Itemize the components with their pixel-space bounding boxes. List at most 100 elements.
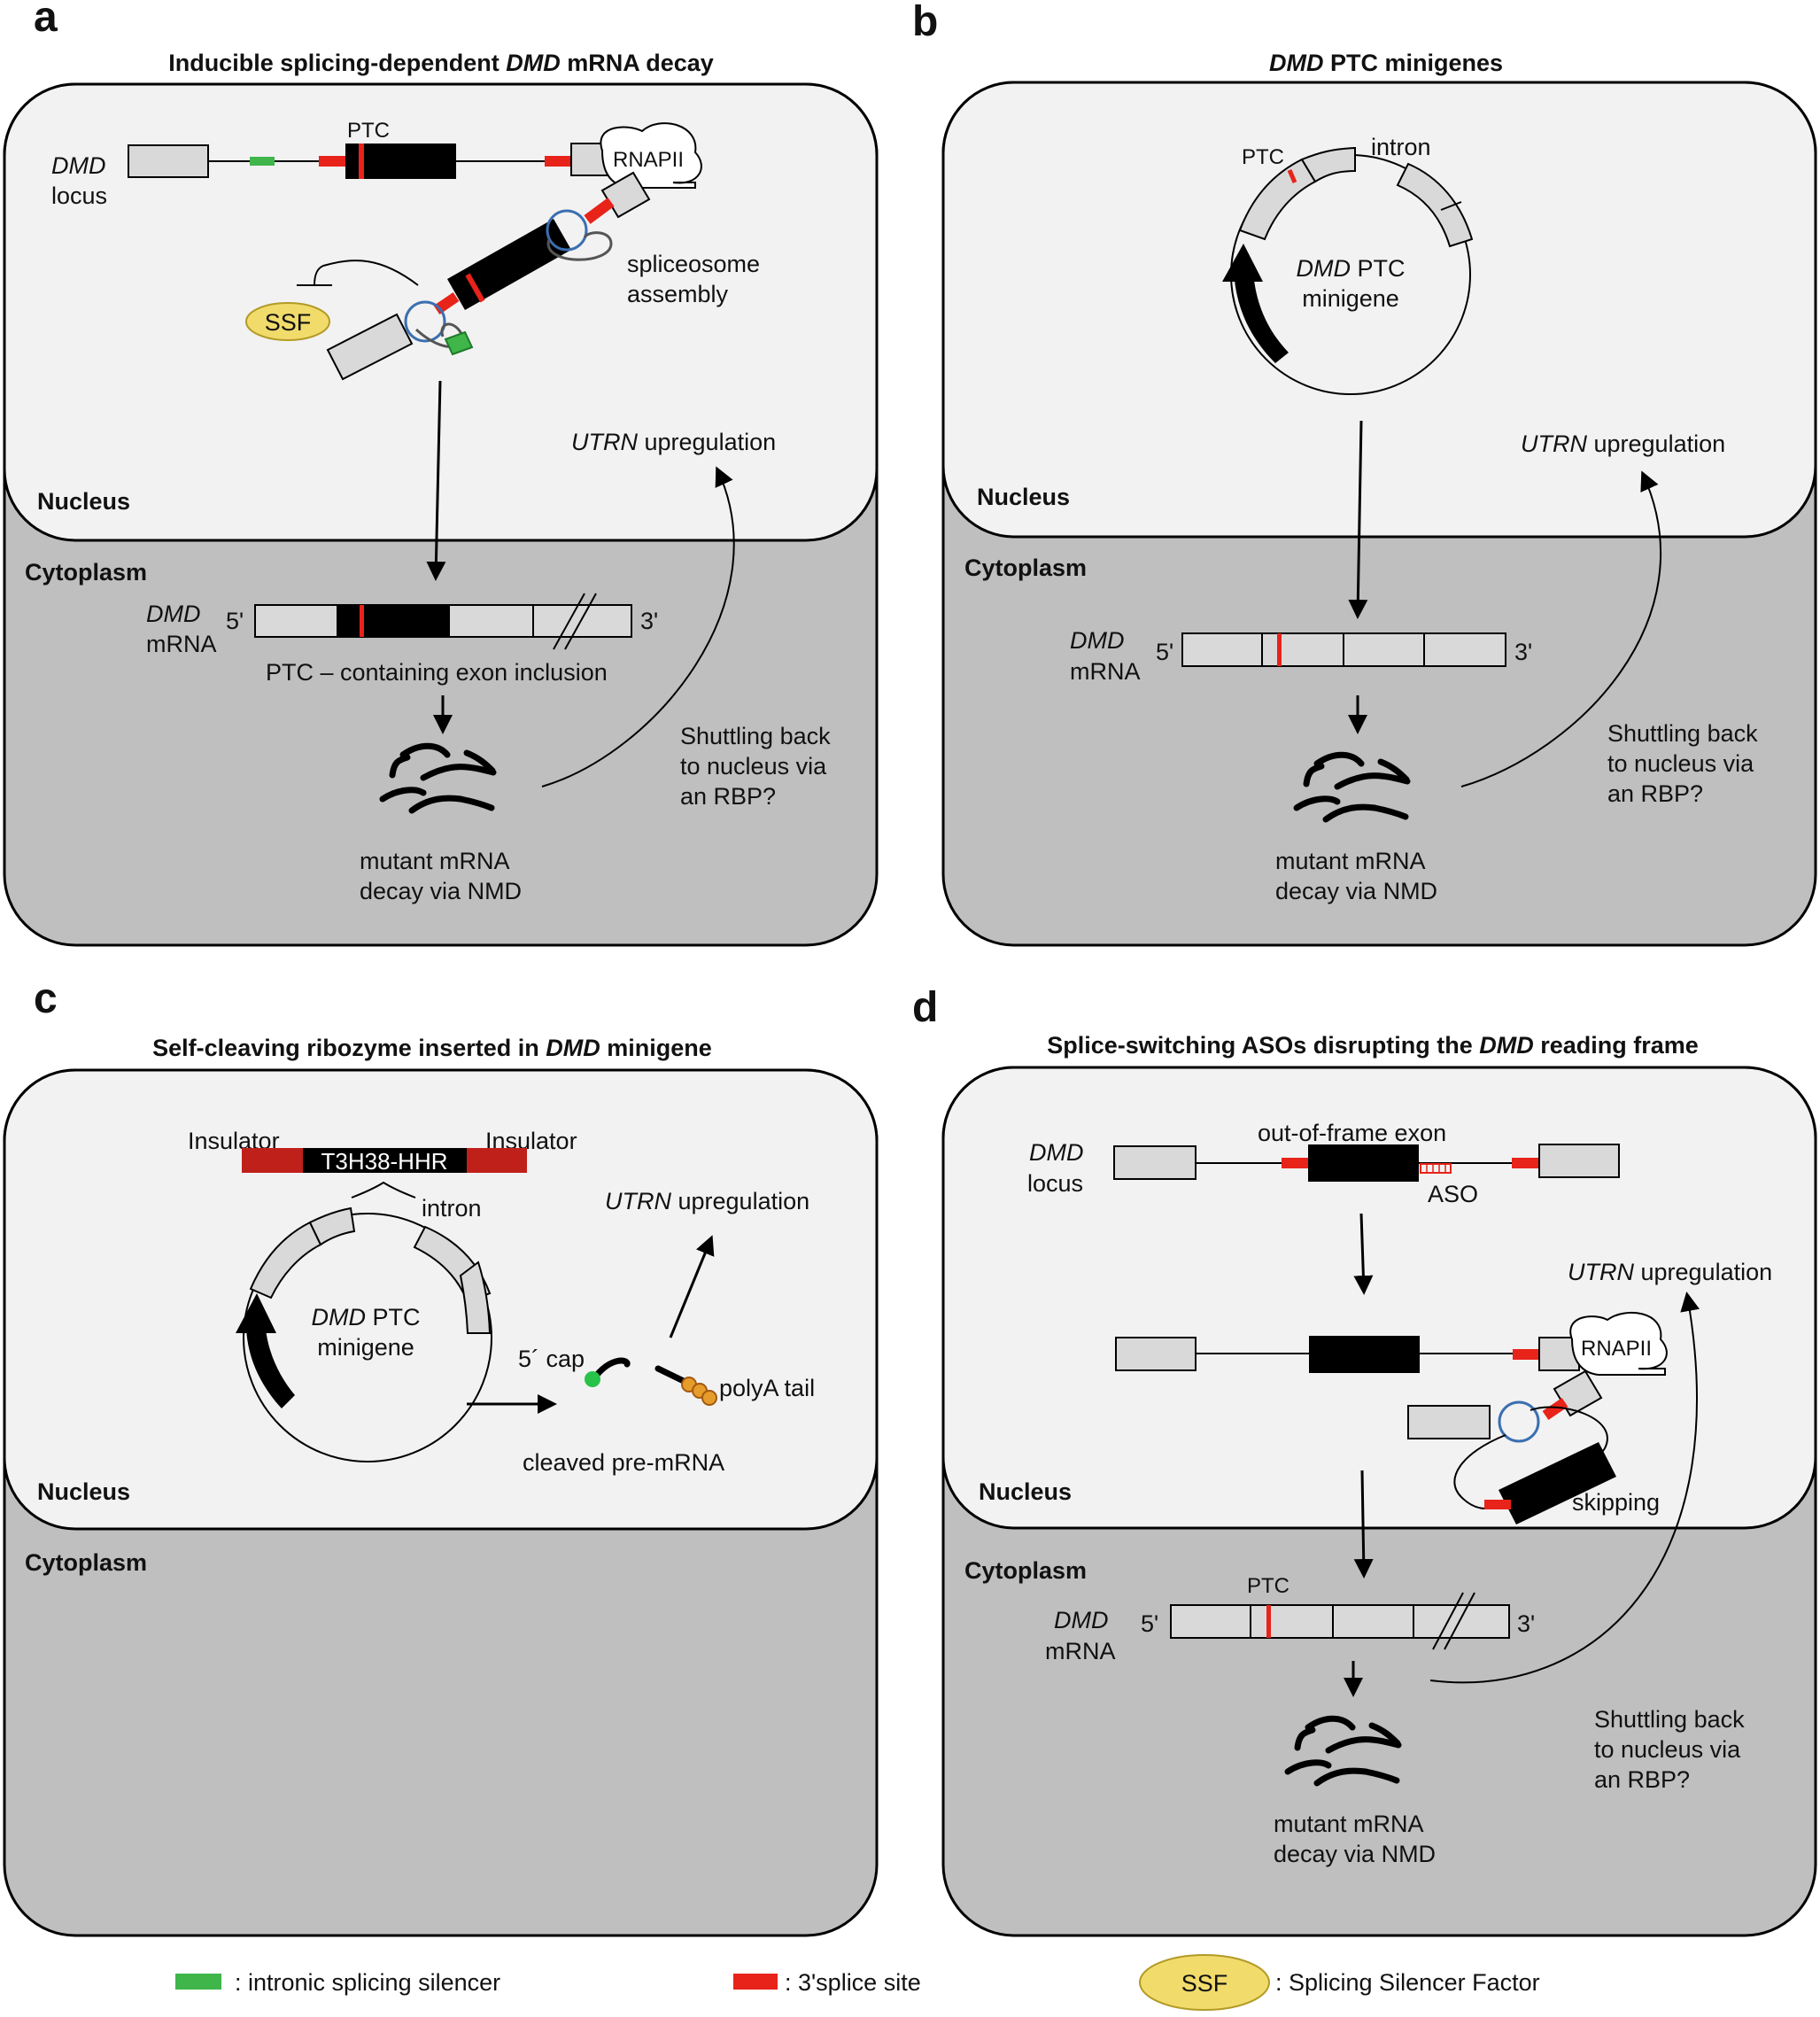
nucleus-label: Nucleus xyxy=(37,488,130,515)
ssf-factor xyxy=(245,302,330,341)
shuttle-arrow xyxy=(1460,470,1662,787)
panel-d: d Splice-switching ASOs disrupting the D… xyxy=(912,984,1817,1937)
shuttle-arrow xyxy=(1429,1292,1700,1684)
shuttle-label-line2: to nucleus via xyxy=(1607,750,1754,777)
locus-gene-label: DMD xyxy=(1029,1139,1084,1166)
ptc-mark xyxy=(359,144,364,179)
panel-a-title: Inducible splicing-dependent DMD mRNA de… xyxy=(168,50,714,76)
insertion-site xyxy=(351,1181,416,1199)
utrn-upregulation-label: UTRN upregulation xyxy=(1568,1259,1772,1285)
minigene-plasmid xyxy=(236,1206,492,1462)
exon-box xyxy=(128,144,209,178)
decay-label-line2: decay via NMD xyxy=(1275,878,1437,904)
splice-site-mark xyxy=(1282,1158,1308,1168)
dmd-mrna xyxy=(254,593,632,650)
shuttle-label-line3: an RBP? xyxy=(1607,780,1703,807)
decay-label-line1: mutant mRNA xyxy=(1274,1811,1424,1837)
exon-box xyxy=(1115,1337,1197,1371)
five-prime-label: 5' xyxy=(226,608,244,634)
splice-site-mark xyxy=(1542,1398,1568,1420)
panel-letter-b: b xyxy=(912,0,938,45)
intron-lariat xyxy=(414,322,464,348)
skipping-label: skipping xyxy=(1572,1489,1660,1516)
three-prime-label: 3' xyxy=(1514,639,1532,665)
spliceosome-snrnp xyxy=(404,300,446,343)
nucleus-region xyxy=(941,81,1817,539)
splice-site-mark xyxy=(319,156,345,167)
shuttle-label-line1: Shuttling back xyxy=(1594,1706,1745,1733)
five-prime-label: 5' xyxy=(1141,1610,1158,1637)
inclusion-label: PTC – containing exon inclusion xyxy=(266,659,608,686)
decay-label-line2: decay via NMD xyxy=(1274,1841,1436,1867)
transcription-arrow xyxy=(1353,1213,1374,1295)
spliceosome-snrnp xyxy=(1498,1400,1540,1443)
decay-label-line2: decay via NMD xyxy=(360,878,522,904)
exon-box xyxy=(1538,1144,1620,1178)
polya-label: polyA tail xyxy=(719,1375,815,1401)
cytoplasm-label: Cytoplasm xyxy=(964,1557,1087,1584)
legend-ssf-label: : Splicing Silencer Factor xyxy=(1275,1969,1540,1996)
legend: : intronic splicing silencer : 3'splice … xyxy=(175,1954,1540,2011)
export-arrow xyxy=(426,380,446,581)
exon-box xyxy=(459,1261,492,1334)
shuttle-label-line2: to nucleus via xyxy=(1594,1736,1741,1763)
cap-dot xyxy=(585,1371,600,1387)
cleaved-label: cleaved pre-mRNA xyxy=(523,1449,724,1476)
mrna-fragments xyxy=(1293,751,1411,823)
splice-site-mark xyxy=(1513,1349,1539,1360)
shuttle-label-line3: an RBP? xyxy=(1594,1766,1690,1793)
nascent-transcript xyxy=(326,171,651,381)
panel-b: b DMD PTC minigenes Nucleus Cytoplasm PT… xyxy=(912,0,1817,947)
spliceosome-label-line2: assembly xyxy=(627,281,729,307)
minigene-label-line2: minigene xyxy=(317,1334,414,1361)
shuttle-label-line3: an RBP? xyxy=(680,783,776,810)
oof-exon-label: out-of-frame exon xyxy=(1258,1120,1446,1146)
legend-silencer-label: : intronic splicing silencer xyxy=(235,1969,500,1996)
panel-letter-d: d xyxy=(912,984,938,1031)
utrn-upregulation-label: UTRN upregulation xyxy=(1521,431,1725,457)
legend-splice-site-swatch xyxy=(733,1974,778,1990)
export-arrow xyxy=(1353,1470,1374,1579)
minigene-label-line1: DMD PTC xyxy=(1296,255,1405,282)
mrna-fragments xyxy=(379,742,497,814)
ptc-mark xyxy=(465,273,485,303)
ptc-mark xyxy=(1266,1605,1271,1638)
panel-a: a Inducible splicing-dependent DMD mRNA … xyxy=(3,0,879,947)
polya-tail xyxy=(681,1377,717,1406)
dmd-mrna xyxy=(1170,1592,1510,1650)
panel-b-title: DMD PTC minigenes xyxy=(1269,50,1503,76)
five-prime-label: 5' xyxy=(1156,639,1173,665)
nascent-transcript xyxy=(1407,1369,1616,1524)
export-arrow xyxy=(1348,420,1368,619)
ptc-label: PTC xyxy=(1247,1574,1289,1598)
minigene-label-line2: minigene xyxy=(1302,285,1399,312)
intron-label: intron xyxy=(1371,134,1431,160)
minigene-plasmid xyxy=(1222,146,1474,395)
minigene-label-line1: DMD PTC xyxy=(311,1304,420,1330)
mrna-gene-label: DMD xyxy=(146,601,201,627)
promoter-arrow xyxy=(1234,270,1289,363)
three-prime-label: 3' xyxy=(640,608,658,634)
rnapii-polymerase: RNAPII xyxy=(1569,1311,1668,1376)
decay-label-line1: mutant mRNA xyxy=(1275,848,1426,874)
ribozyme-block xyxy=(303,1148,467,1173)
panel-letter-c: c xyxy=(34,975,58,1022)
legend-ssf-swatch xyxy=(1139,1954,1270,2011)
silencer-mark xyxy=(250,157,275,166)
legend-splice-site-label: : 3'splice site xyxy=(785,1969,921,1996)
shuttle-label-line1: Shuttling back xyxy=(680,723,831,749)
ssf-label: SSF xyxy=(265,309,312,336)
skipped-exon xyxy=(1499,1442,1616,1524)
rnapii-polymerase: RNAPII xyxy=(600,122,702,189)
promoter-arrow xyxy=(246,1329,295,1408)
intron-lariat xyxy=(546,231,613,261)
mrna-gene-label: DMD xyxy=(1054,1607,1109,1633)
oof-exon xyxy=(1309,1336,1420,1373)
shuttle-label-line2: to nucleus via xyxy=(680,753,827,780)
utrn-arrow xyxy=(669,1235,715,1338)
splice-site-mark xyxy=(1512,1158,1538,1168)
silencer-mark xyxy=(444,330,474,356)
splice-site-mark xyxy=(545,156,571,167)
exon-box xyxy=(1113,1145,1197,1180)
nucleus-label: Nucleus xyxy=(37,1478,130,1505)
